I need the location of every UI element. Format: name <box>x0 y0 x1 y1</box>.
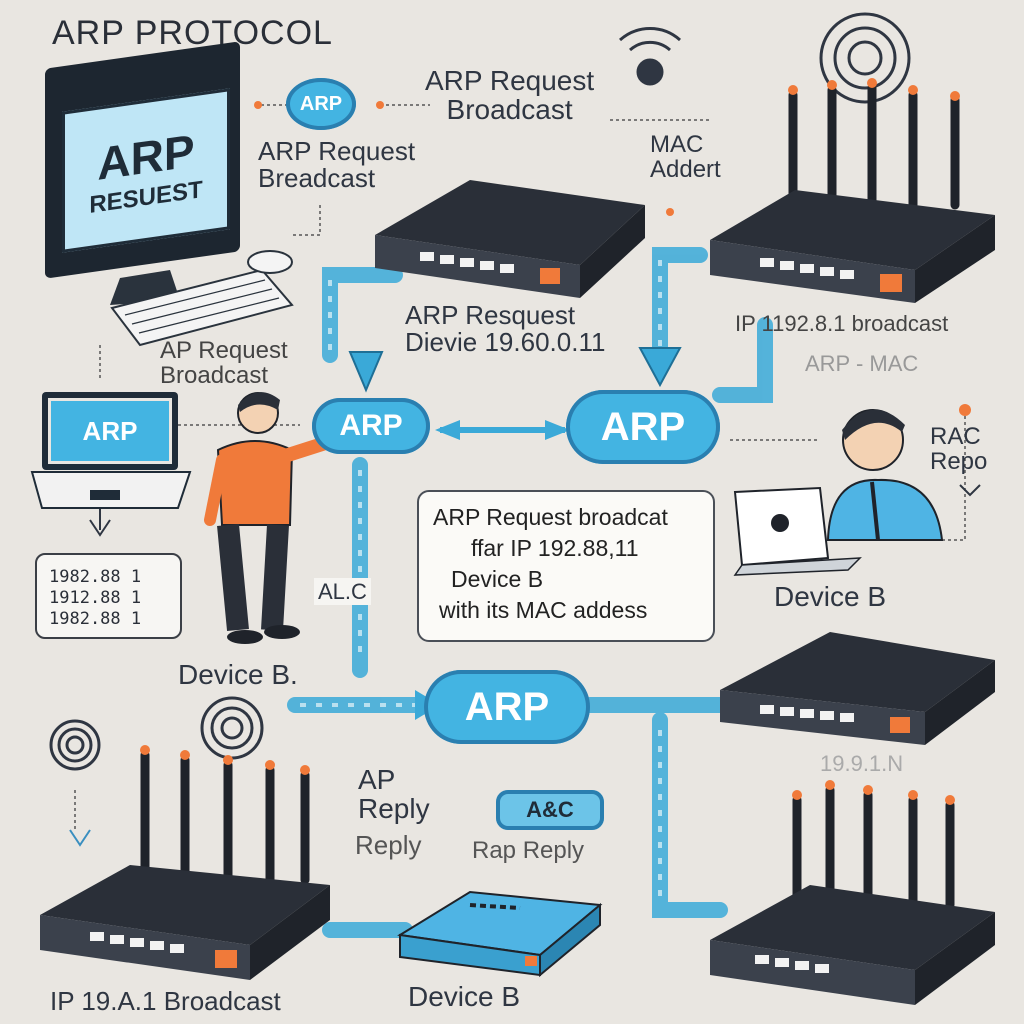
label-arp-mac: ARP - MAC <box>805 351 919 376</box>
ip-list-panel: 1982.88 1 1912.88 1 1982.88 1 <box>35 553 182 639</box>
label-ap-reply: AP Reply <box>358 764 430 825</box>
switch-device <box>375 180 674 298</box>
arp-pill-small: A&C <box>496 790 604 830</box>
label-arp-resquest-device: ARP Resquest Dievie 19.60.0.11 <box>405 300 606 358</box>
label-mac-addert: MAC Addert <box>650 131 721 184</box>
caption-box: ARP Request broadcat ffar IP 192.88,11 D… <box>417 490 715 642</box>
caption-line-4: with its MAC addess <box>439 597 648 624</box>
wireless-router <box>40 745 330 980</box>
page-title: ARP PROTOCOL <box>52 14 333 52</box>
label-ip-partial: 19.9.1.N <box>820 751 904 776</box>
laptop-screen: ARP <box>48 398 172 464</box>
label-ip-broadcast-bottom: IP 19.A.1 Broadcast <box>50 986 281 1016</box>
wireless-router <box>710 78 995 303</box>
switch-device <box>720 632 995 745</box>
label-device-b-right: Device B <box>774 581 887 612</box>
ip-list-item: 1912.88 1 <box>49 588 142 608</box>
arp-pill-lower: ARP <box>424 670 590 744</box>
label-request-broadcast-left: ARP Request Breadcast <box>258 136 416 194</box>
wifi-signal-icon <box>49 12 911 771</box>
monitor-screen: ARP RESUEST <box>62 88 230 253</box>
down-arrow-icon <box>638 347 682 388</box>
caption-line-1: ARP Request broadcat <box>433 504 668 530</box>
arp-badge: ARP <box>286 78 356 130</box>
arp-pill-left: ARP <box>312 398 430 454</box>
label-rac-repo: RAC Repo <box>930 423 988 476</box>
person-figure <box>204 392 347 644</box>
label-ip-broadcast-right: IP 1192.8.1 broadcast <box>735 311 949 336</box>
label-al-c: AL.C <box>314 578 371 606</box>
ip-list-item: 1982.88 1 <box>49 567 142 587</box>
label-device-b-bottom: Device B <box>408 981 521 1012</box>
label-request-broadcast-top: ARP Request Broadcast <box>425 65 595 126</box>
ip-list-item: 1982.88 1 <box>49 609 142 629</box>
label-rap-reply: Rap Reply <box>472 837 585 864</box>
small-network-box <box>397 890 603 978</box>
caption-line-2: ffar IP 192.88,11 <box>471 535 639 562</box>
down-arrow-icon <box>348 351 384 393</box>
arp-pill-center: ARP <box>566 390 720 464</box>
label-device-b-left: Device B. <box>178 659 298 690</box>
label-ap-request-broadcast: AP Request Broadcast <box>160 337 288 390</box>
wireless-router <box>710 780 995 1005</box>
caption-line-3: Device B <box>451 566 544 593</box>
laptop-screen-text: ARP <box>82 415 138 446</box>
label-reply: Reply <box>355 830 422 860</box>
person-with-laptop <box>733 409 944 576</box>
